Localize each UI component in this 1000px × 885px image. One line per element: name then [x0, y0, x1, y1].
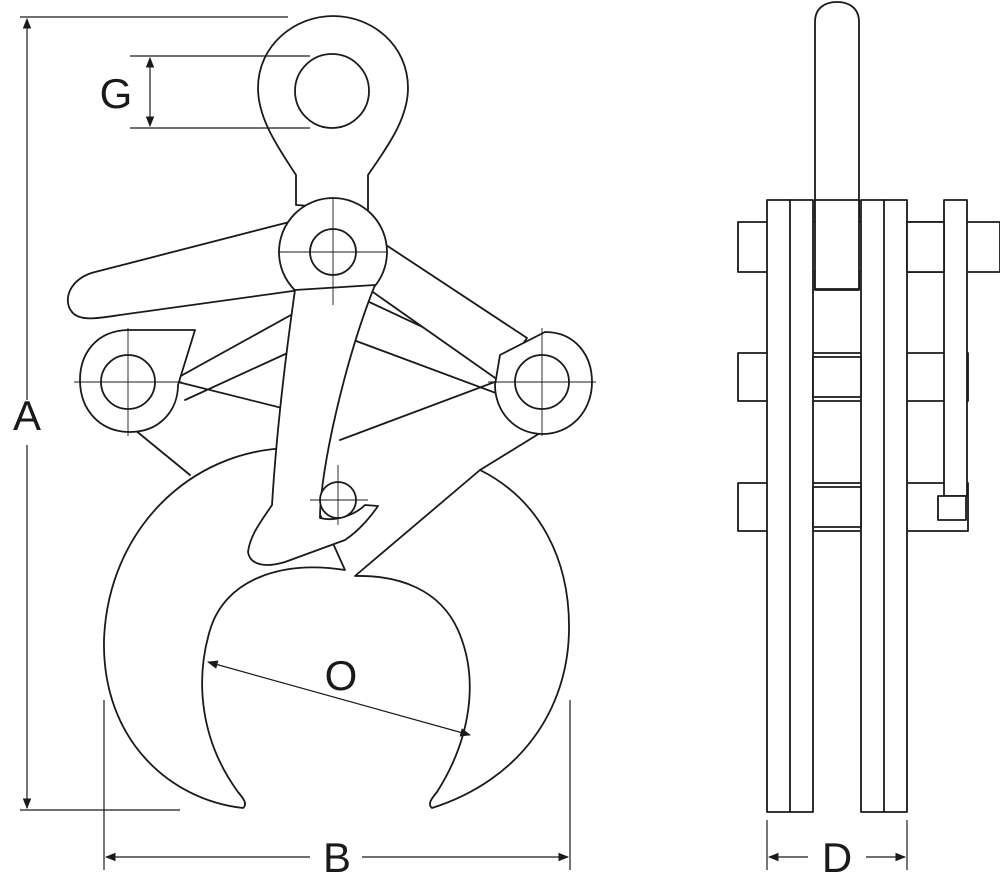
jaw-right — [354, 469, 570, 809]
lever-handle — [67, 217, 306, 320]
label-d: D — [822, 834, 852, 881]
center-lines — [74, 198, 596, 525]
front-view — [67, 15, 596, 809]
side-pin-top-cap — [906, 221, 945, 273]
label-o: O — [325, 652, 358, 699]
lower-link-left — [134, 381, 291, 476]
dimension-b — [103, 700, 571, 870]
side-spacer-middle — [812, 356, 862, 398]
dimension-o-line — [206, 660, 472, 737]
dimension-g — [130, 55, 310, 129]
dimension-a — [20, 16, 288, 811]
lower-link-right — [339, 379, 546, 471]
label-b: B — [323, 834, 351, 881]
side-latch-foot — [937, 495, 967, 521]
label-g: G — [100, 70, 133, 117]
lifting-eye-hole — [294, 53, 370, 129]
dimension-d — [766, 820, 908, 870]
side-shackle-lower — [814, 199, 860, 290]
side-latch-link — [943, 199, 968, 497]
side-view — [737, 1, 1000, 813]
latch-arm — [247, 284, 379, 566]
side-spacer-bottom — [812, 486, 862, 528]
link-bar-left — [167, 309, 306, 401]
label-a: A — [13, 392, 41, 439]
